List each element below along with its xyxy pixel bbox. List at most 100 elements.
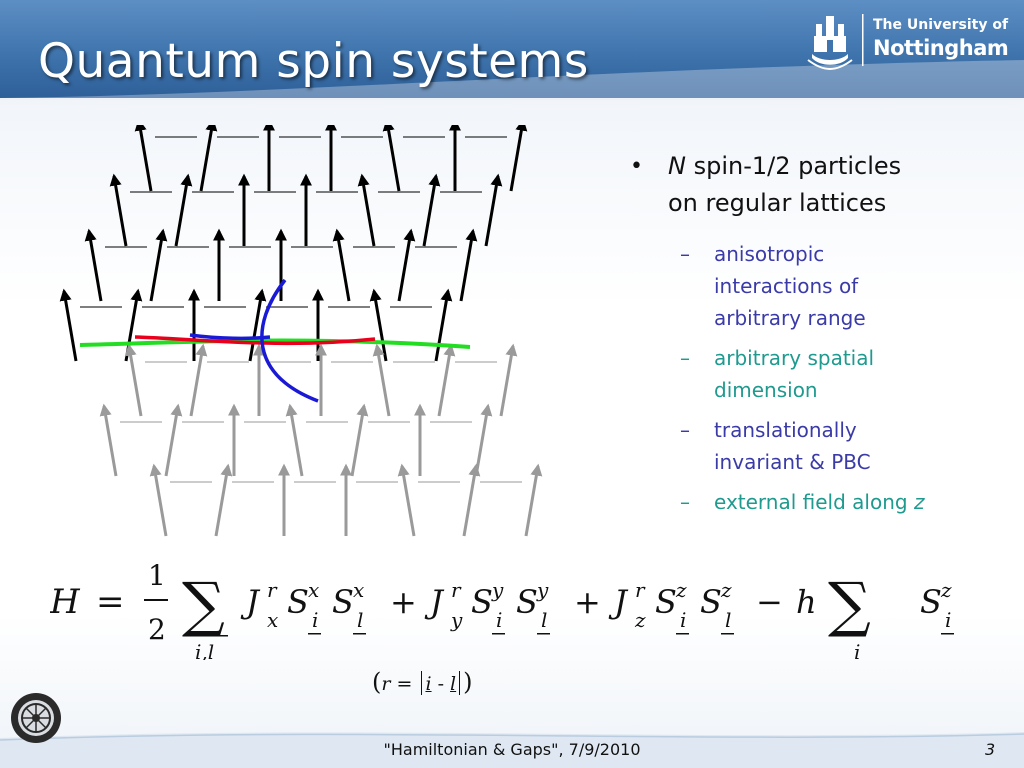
- spin-arrow: [124, 343, 143, 417]
- abs-bar: [459, 671, 461, 695]
- spin-arrow: [332, 228, 351, 302]
- eq-h: h: [796, 583, 817, 621]
- spin-arrow: [134, 125, 153, 192]
- spin-arrow: [437, 343, 456, 417]
- spin-arrow: [174, 173, 193, 247]
- eq-J: J: [608, 583, 629, 621]
- eq-J: J: [240, 583, 261, 621]
- eq-sup: r: [451, 578, 462, 602]
- eq-underline: [193, 635, 206, 637]
- abs-bar: [421, 671, 423, 695]
- r-def-i: i: [425, 673, 432, 695]
- spin-arrow: [372, 343, 391, 417]
- eq-underline: [308, 633, 321, 635]
- interaction-chain-blue: [260, 278, 319, 403]
- bullet-main-italic: N: [668, 152, 686, 180]
- eq-sub: l: [725, 608, 731, 632]
- eq-sum-index: i: [854, 640, 860, 660]
- eq-underline: [537, 633, 550, 635]
- eq-sup: z: [675, 578, 687, 602]
- spin-arrow: [397, 463, 416, 537]
- eq-underline: [215, 635, 228, 637]
- spin-arrow: [164, 403, 183, 477]
- wheel-emblem-icon: [11, 693, 61, 743]
- sub-bullet-text: invariant & PBC: [714, 450, 871, 474]
- spin-arrow: [509, 125, 528, 192]
- title-banner: [0, 0, 1024, 98]
- eq-sub: x: [267, 608, 278, 632]
- sub-bullet-text: external field along: [714, 490, 914, 514]
- eq-frac-num: 1: [148, 559, 166, 592]
- eq-sub: l: [541, 608, 547, 632]
- slide-title: Quantum spin systems: [38, 34, 589, 89]
- banner-sweep: [0, 60, 1024, 100]
- eq-sum-index: i,l: [195, 640, 214, 660]
- sub-bullet-text: arbitrary range: [714, 306, 866, 330]
- r-definition: (r = i - l): [372, 668, 473, 696]
- eq-sup: z: [940, 578, 952, 602]
- eq-H: H: [50, 582, 81, 622]
- eq-frac-den: 2: [148, 613, 166, 646]
- eq-S: S: [287, 583, 309, 621]
- eq-underline: [492, 633, 505, 635]
- eq-underline: [941, 633, 954, 635]
- spin-arrow: [434, 288, 453, 362]
- dash-icon: –: [680, 346, 690, 370]
- eq-underline: [353, 633, 366, 635]
- r-def-open: (: [372, 668, 382, 696]
- spin-arrow: [199, 125, 218, 192]
- eq-sub: i: [496, 608, 502, 632]
- eq-plus: +: [574, 583, 601, 621]
- eq-S: S: [516, 583, 538, 621]
- spin-arrow: [285, 403, 304, 477]
- spin-arrow: [124, 288, 143, 362]
- eq-sup: r: [635, 578, 646, 602]
- sub-bullet-text: translationally: [714, 418, 857, 442]
- eq-sub: l: [357, 608, 363, 632]
- spin-arrow: [99, 403, 118, 477]
- sub-bullet-invariance: – translationally invariant & PBC: [628, 414, 1008, 478]
- bullet-main-line1: spin-1/2 particles: [685, 152, 902, 180]
- eq-S: S: [920, 583, 942, 621]
- bullet-main-line2: on regular lattices: [668, 189, 887, 217]
- spin-arrow: [84, 228, 103, 302]
- spin-lattice-diagram: [59, 125, 543, 537]
- spin-arrow: [499, 343, 518, 417]
- eq-sub: z: [634, 608, 646, 632]
- logo-text-line1: The University of: [873, 17, 1009, 33]
- sub-bullet-dimension: – arbitrary spatial dimension: [628, 342, 1008, 406]
- sub-bullet-text: arbitrary spatial: [714, 346, 875, 370]
- eq-sup: y: [536, 578, 549, 602]
- bullet-list: • N spin-1/2 particles on regular lattic…: [628, 148, 1008, 526]
- eq-sum-sign: ∑: [182, 570, 225, 640]
- eq-S: S: [471, 583, 493, 621]
- sub-bullet-italic: z: [913, 490, 925, 514]
- spin-arrow: [422, 173, 441, 247]
- r-def-minus: -: [431, 673, 451, 695]
- r-def-close: ): [463, 668, 473, 696]
- spin-arrow: [357, 173, 376, 247]
- eq-sup: z: [720, 578, 732, 602]
- eq-frac-bar: [144, 599, 168, 601]
- interaction-chain-red: [134, 335, 376, 346]
- spin-arrow: [462, 463, 481, 537]
- dash-icon: –: [680, 490, 690, 514]
- sub-bullet-text: anisotropic: [714, 242, 825, 266]
- dash-icon: –: [680, 242, 690, 266]
- bullet-dot-icon: •: [630, 154, 643, 179]
- footer-text: "Hamiltonian & Gaps", 7/9/2010: [383, 740, 641, 759]
- sub-bullet-text: interactions of: [714, 274, 859, 298]
- spin-arrow: [474, 403, 493, 477]
- dash-icon: –: [680, 418, 690, 442]
- eq-minus: −: [756, 583, 783, 621]
- eq-J: J: [424, 583, 445, 621]
- spin-arrow: [484, 173, 503, 247]
- eq-sub: y: [450, 608, 463, 632]
- spin-arrow: [369, 288, 388, 362]
- spin-arrow: [397, 228, 416, 302]
- bullet-main: • N spin-1/2 particles on regular lattic…: [628, 148, 1008, 222]
- spin-arrow: [248, 288, 267, 362]
- r-def-l: l: [450, 673, 457, 695]
- spin-arrow: [459, 228, 478, 302]
